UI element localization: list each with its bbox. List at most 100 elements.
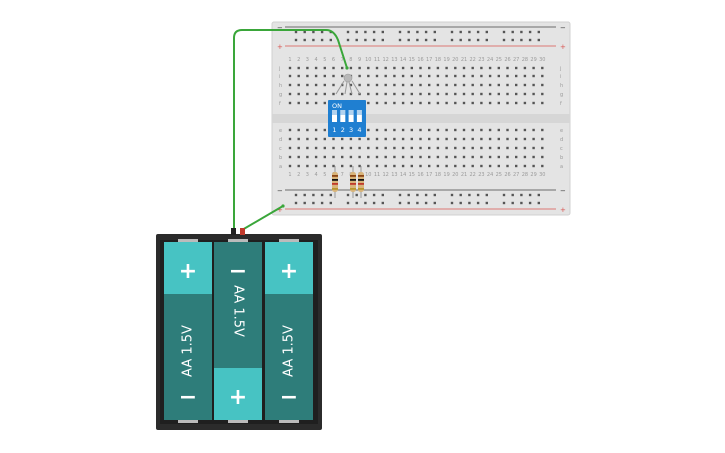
hole[interactable] xyxy=(541,164,544,168)
rail-hole[interactable] xyxy=(424,30,428,34)
hole[interactable] xyxy=(445,83,448,87)
hole[interactable] xyxy=(488,101,492,105)
rail-hole[interactable] xyxy=(381,38,384,42)
hole[interactable] xyxy=(471,164,474,168)
hole[interactable] xyxy=(419,155,422,159)
rail-hole[interactable] xyxy=(468,38,471,42)
rail-hole[interactable] xyxy=(407,30,410,34)
hole[interactable] xyxy=(288,137,292,141)
hole[interactable] xyxy=(462,92,466,96)
hole[interactable] xyxy=(515,66,518,70)
hole[interactable] xyxy=(497,137,500,141)
rail-hole[interactable] xyxy=(528,30,532,34)
rgb-led[interactable] xyxy=(335,73,361,95)
hole[interactable] xyxy=(323,146,326,150)
hole[interactable] xyxy=(384,66,387,70)
hole[interactable] xyxy=(497,101,500,105)
rail-hole[interactable] xyxy=(450,201,454,205)
hole[interactable] xyxy=(314,137,318,141)
rail-hole[interactable] xyxy=(459,193,462,197)
hole[interactable] xyxy=(532,164,535,168)
rail-hole[interactable] xyxy=(424,201,428,205)
rail-hole[interactable] xyxy=(407,38,410,42)
rail-hole[interactable] xyxy=(312,201,315,205)
hole[interactable] xyxy=(349,146,353,150)
rail-hole[interactable] xyxy=(511,193,514,197)
hole[interactable] xyxy=(384,101,387,105)
hole[interactable] xyxy=(541,101,544,105)
hole[interactable] xyxy=(445,155,448,159)
hole[interactable] xyxy=(306,128,309,132)
hole[interactable] xyxy=(332,66,335,70)
hole[interactable] xyxy=(419,101,422,105)
hole[interactable] xyxy=(288,164,292,168)
hole[interactable] xyxy=(419,66,422,70)
hole[interactable] xyxy=(306,66,309,70)
battery-pack[interactable]: +−AA 1.5V−+AA 1.5V+−AA 1.5V xyxy=(156,228,322,430)
hole[interactable] xyxy=(323,155,326,159)
hole[interactable] xyxy=(541,66,544,70)
hole[interactable] xyxy=(410,155,413,159)
rail-hole[interactable] xyxy=(459,201,462,205)
rail-hole[interactable] xyxy=(528,38,532,42)
hole[interactable] xyxy=(471,92,474,96)
hole[interactable] xyxy=(436,74,440,78)
hole[interactable] xyxy=(297,101,300,105)
rail-hole[interactable] xyxy=(450,193,454,197)
rail-hole[interactable] xyxy=(502,38,506,42)
rail-hole[interactable] xyxy=(381,201,384,205)
hole[interactable] xyxy=(288,66,292,70)
hole[interactable] xyxy=(332,164,335,168)
rail-hole[interactable] xyxy=(294,201,298,205)
hole[interactable] xyxy=(462,74,466,78)
hole[interactable] xyxy=(314,128,318,132)
rail-hole[interactable] xyxy=(312,38,315,42)
hole[interactable] xyxy=(515,92,518,96)
hole[interactable] xyxy=(314,146,318,150)
hole[interactable] xyxy=(401,137,405,141)
hole[interactable] xyxy=(488,74,492,78)
rail-hole[interactable] xyxy=(476,201,480,205)
hole[interactable] xyxy=(419,128,422,132)
rail-hole[interactable] xyxy=(502,193,506,197)
hole[interactable] xyxy=(288,146,292,150)
hole[interactable] xyxy=(497,128,500,132)
hole[interactable] xyxy=(393,155,396,159)
rail-hole[interactable] xyxy=(364,30,367,34)
hole[interactable] xyxy=(541,146,544,150)
rail-hole[interactable] xyxy=(398,38,402,42)
hole[interactable] xyxy=(506,101,509,105)
hole[interactable] xyxy=(358,83,361,87)
hole[interactable] xyxy=(332,83,335,87)
hole[interactable] xyxy=(332,92,335,96)
hole[interactable] xyxy=(454,101,457,105)
rail-hole[interactable] xyxy=(398,30,402,34)
hole[interactable] xyxy=(506,83,509,87)
hole[interactable] xyxy=(462,155,466,159)
hole[interactable] xyxy=(358,155,361,159)
rail-hole[interactable] xyxy=(381,30,384,34)
hole[interactable] xyxy=(323,66,326,70)
hole[interactable] xyxy=(367,146,370,150)
hole[interactable] xyxy=(410,137,413,141)
hole[interactable] xyxy=(454,164,457,168)
rail-hole[interactable] xyxy=(433,38,436,42)
hole[interactable] xyxy=(515,83,518,87)
rail-hole[interactable] xyxy=(450,38,454,42)
hole[interactable] xyxy=(497,155,500,159)
hole[interactable] xyxy=(297,128,300,132)
hole[interactable] xyxy=(349,164,353,168)
hole[interactable] xyxy=(297,155,300,159)
hole[interactable] xyxy=(497,146,500,150)
rail-hole[interactable] xyxy=(416,38,419,42)
rail-hole[interactable] xyxy=(329,201,332,205)
hole[interactable] xyxy=(523,137,527,141)
hole[interactable] xyxy=(436,155,440,159)
hole[interactable] xyxy=(428,83,431,87)
hole[interactable] xyxy=(480,146,483,150)
rail-hole[interactable] xyxy=(303,201,306,205)
hole[interactable] xyxy=(358,146,361,150)
hole[interactable] xyxy=(314,101,318,105)
hole[interactable] xyxy=(401,128,405,132)
rail-hole[interactable] xyxy=(520,30,523,34)
